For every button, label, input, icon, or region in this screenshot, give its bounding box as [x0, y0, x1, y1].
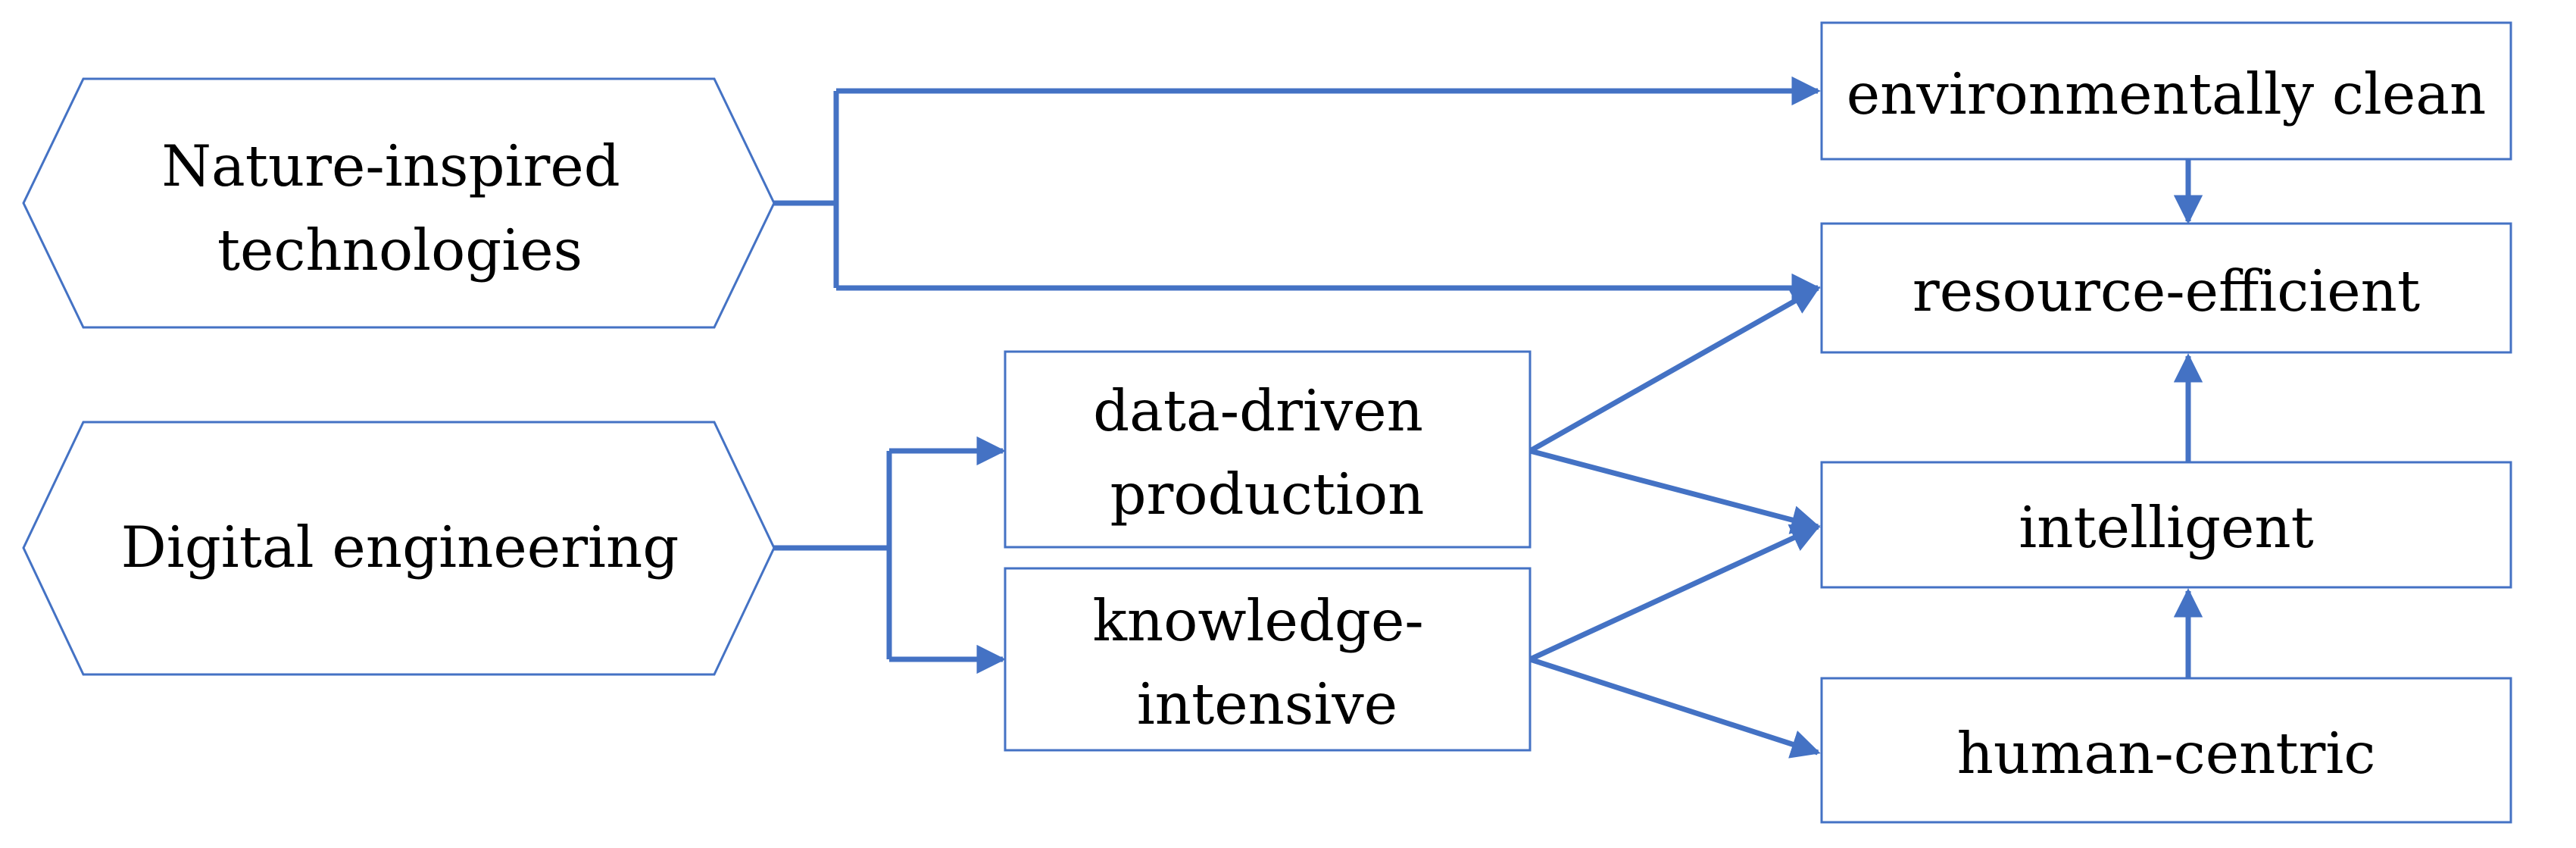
outcome-node-intelligent: intelligent [1820, 461, 2512, 589]
outcome-node-clean: environmentally clean [1820, 21, 2512, 161]
source-digital-line-1: Digital engineering [121, 514, 679, 580]
intermediate-data-driven-line-2: production [1110, 461, 1425, 527]
arrow-data-driven-to-intelligent [1529, 448, 1821, 534]
source-nature-line-1: Nature-inspired [161, 133, 620, 199]
outcome-human-label: human-centric [1957, 720, 2376, 787]
outcome-clean-label: environmentally clean [1847, 61, 2487, 127]
outcome-node-human: human-centric [1820, 677, 2512, 824]
intermediate-data-driven-line-1: data-driven [1093, 377, 1423, 444]
intermediate-knowledge-line-1: knowledge- [1092, 587, 1423, 654]
hexagon-shape [22, 77, 776, 329]
connectors [774, 76, 2203, 759]
outcome-node-efficient: resource-efficient [1820, 222, 2512, 354]
box-shape [1820, 461, 2512, 589]
intermediate-data-driven-label: data-driven production [1093, 377, 1441, 527]
source-node-nature: Nature-inspired technologies [22, 77, 776, 329]
source-node-digital: Digital engineering [22, 421, 776, 676]
intermediate-knowledge-line-2: intensive [1137, 671, 1397, 737]
box-shape [1820, 222, 2512, 354]
intermediate-node-data-driven: data-driven production [1004, 350, 1532, 549]
box-shape [1004, 350, 1532, 549]
outcome-efficient-label: resource-efficient [1912, 258, 2420, 324]
hexagon-shape [22, 421, 776, 676]
intermediate-node-knowledge: knowledge- intensive [1004, 567, 1532, 752]
arrow-knowledge-to-human [1528, 656, 1821, 759]
arrow-data-driven-to-efficient [1528, 285, 1821, 454]
box-shape [1820, 677, 2512, 824]
intermediate-knowledge-label: knowledge- intensive [1092, 587, 1441, 737]
arrow-knowledge-to-intelligent [1528, 524, 1821, 662]
source-nature-label: Nature-inspired technologies [161, 133, 638, 283]
outcome-intelligent-label: intelligent [2019, 494, 2314, 561]
box-shape [1004, 567, 1532, 752]
source-digital-label: Digital engineering [121, 514, 679, 580]
box-shape [1820, 21, 2512, 161]
source-nature-line-2: technologies [217, 217, 582, 283]
